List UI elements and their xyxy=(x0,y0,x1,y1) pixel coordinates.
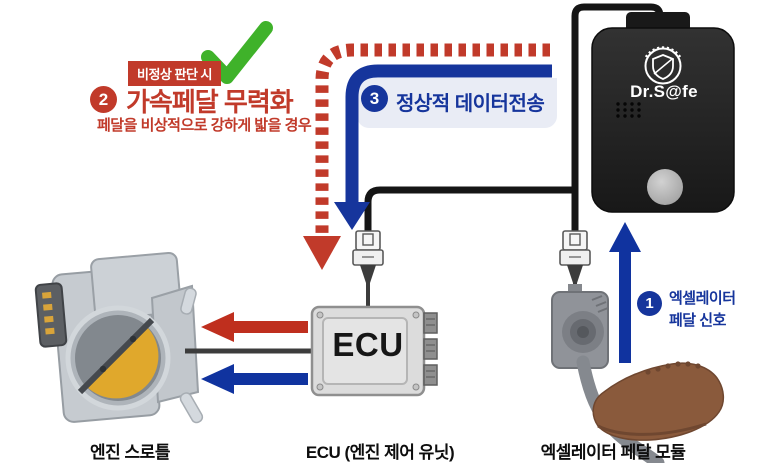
throttle-valve xyxy=(86,326,159,399)
abnormal-judgement-badge: 비정상 판단 시 xyxy=(128,61,221,86)
shoe xyxy=(592,361,725,441)
step3-number-badge: 3 xyxy=(361,85,388,112)
ecu-box xyxy=(310,280,438,397)
ecu-plug xyxy=(352,230,384,284)
step1-label-line2: 페달 신호 xyxy=(669,311,726,329)
control-arrow xyxy=(201,364,308,394)
shield-logo-icon xyxy=(644,46,682,85)
cutoff-arrow xyxy=(201,312,308,342)
step2-title: 가속페달 무력화 xyxy=(126,87,294,117)
device-brand-label: Dr.S@fe xyxy=(630,82,698,101)
pedal-arm xyxy=(576,355,665,463)
drsafe-device xyxy=(591,12,735,213)
step2-number-badge: 2 xyxy=(90,86,117,113)
step2-subtitle: 페달을 비상적으로 강하게 밟을 경우 xyxy=(97,117,312,134)
pedal-signal-arrow xyxy=(609,222,641,363)
throttle-body xyxy=(34,251,204,424)
step3-banner-panel xyxy=(357,78,557,128)
pedal-plug xyxy=(559,230,591,284)
device-button xyxy=(647,169,683,205)
pedal-module xyxy=(551,282,665,463)
step1-label: 엑셀레이터 페달 신호 xyxy=(669,288,736,332)
caption-pedal-module: 엑셀레이터 페달 모듈 xyxy=(540,443,686,462)
ecu-box-label: ECU xyxy=(332,326,404,363)
step1-label-line1: 엑셀레이터 xyxy=(669,290,736,307)
speaker-holes xyxy=(616,102,641,118)
blocked-data-arrow xyxy=(303,43,550,270)
normal-data-arrow xyxy=(334,64,552,230)
step1-number-badge: 1 xyxy=(637,291,662,316)
step3-label: 정상적 데이터전송 xyxy=(396,93,545,115)
ecu-side-connectors xyxy=(423,312,438,386)
caption-engine-throttle: 엔진 스로틀 xyxy=(90,443,170,462)
throttle-connector xyxy=(34,282,68,348)
caption-ecu: ECU (엔진 제어 유닛) xyxy=(305,443,455,462)
